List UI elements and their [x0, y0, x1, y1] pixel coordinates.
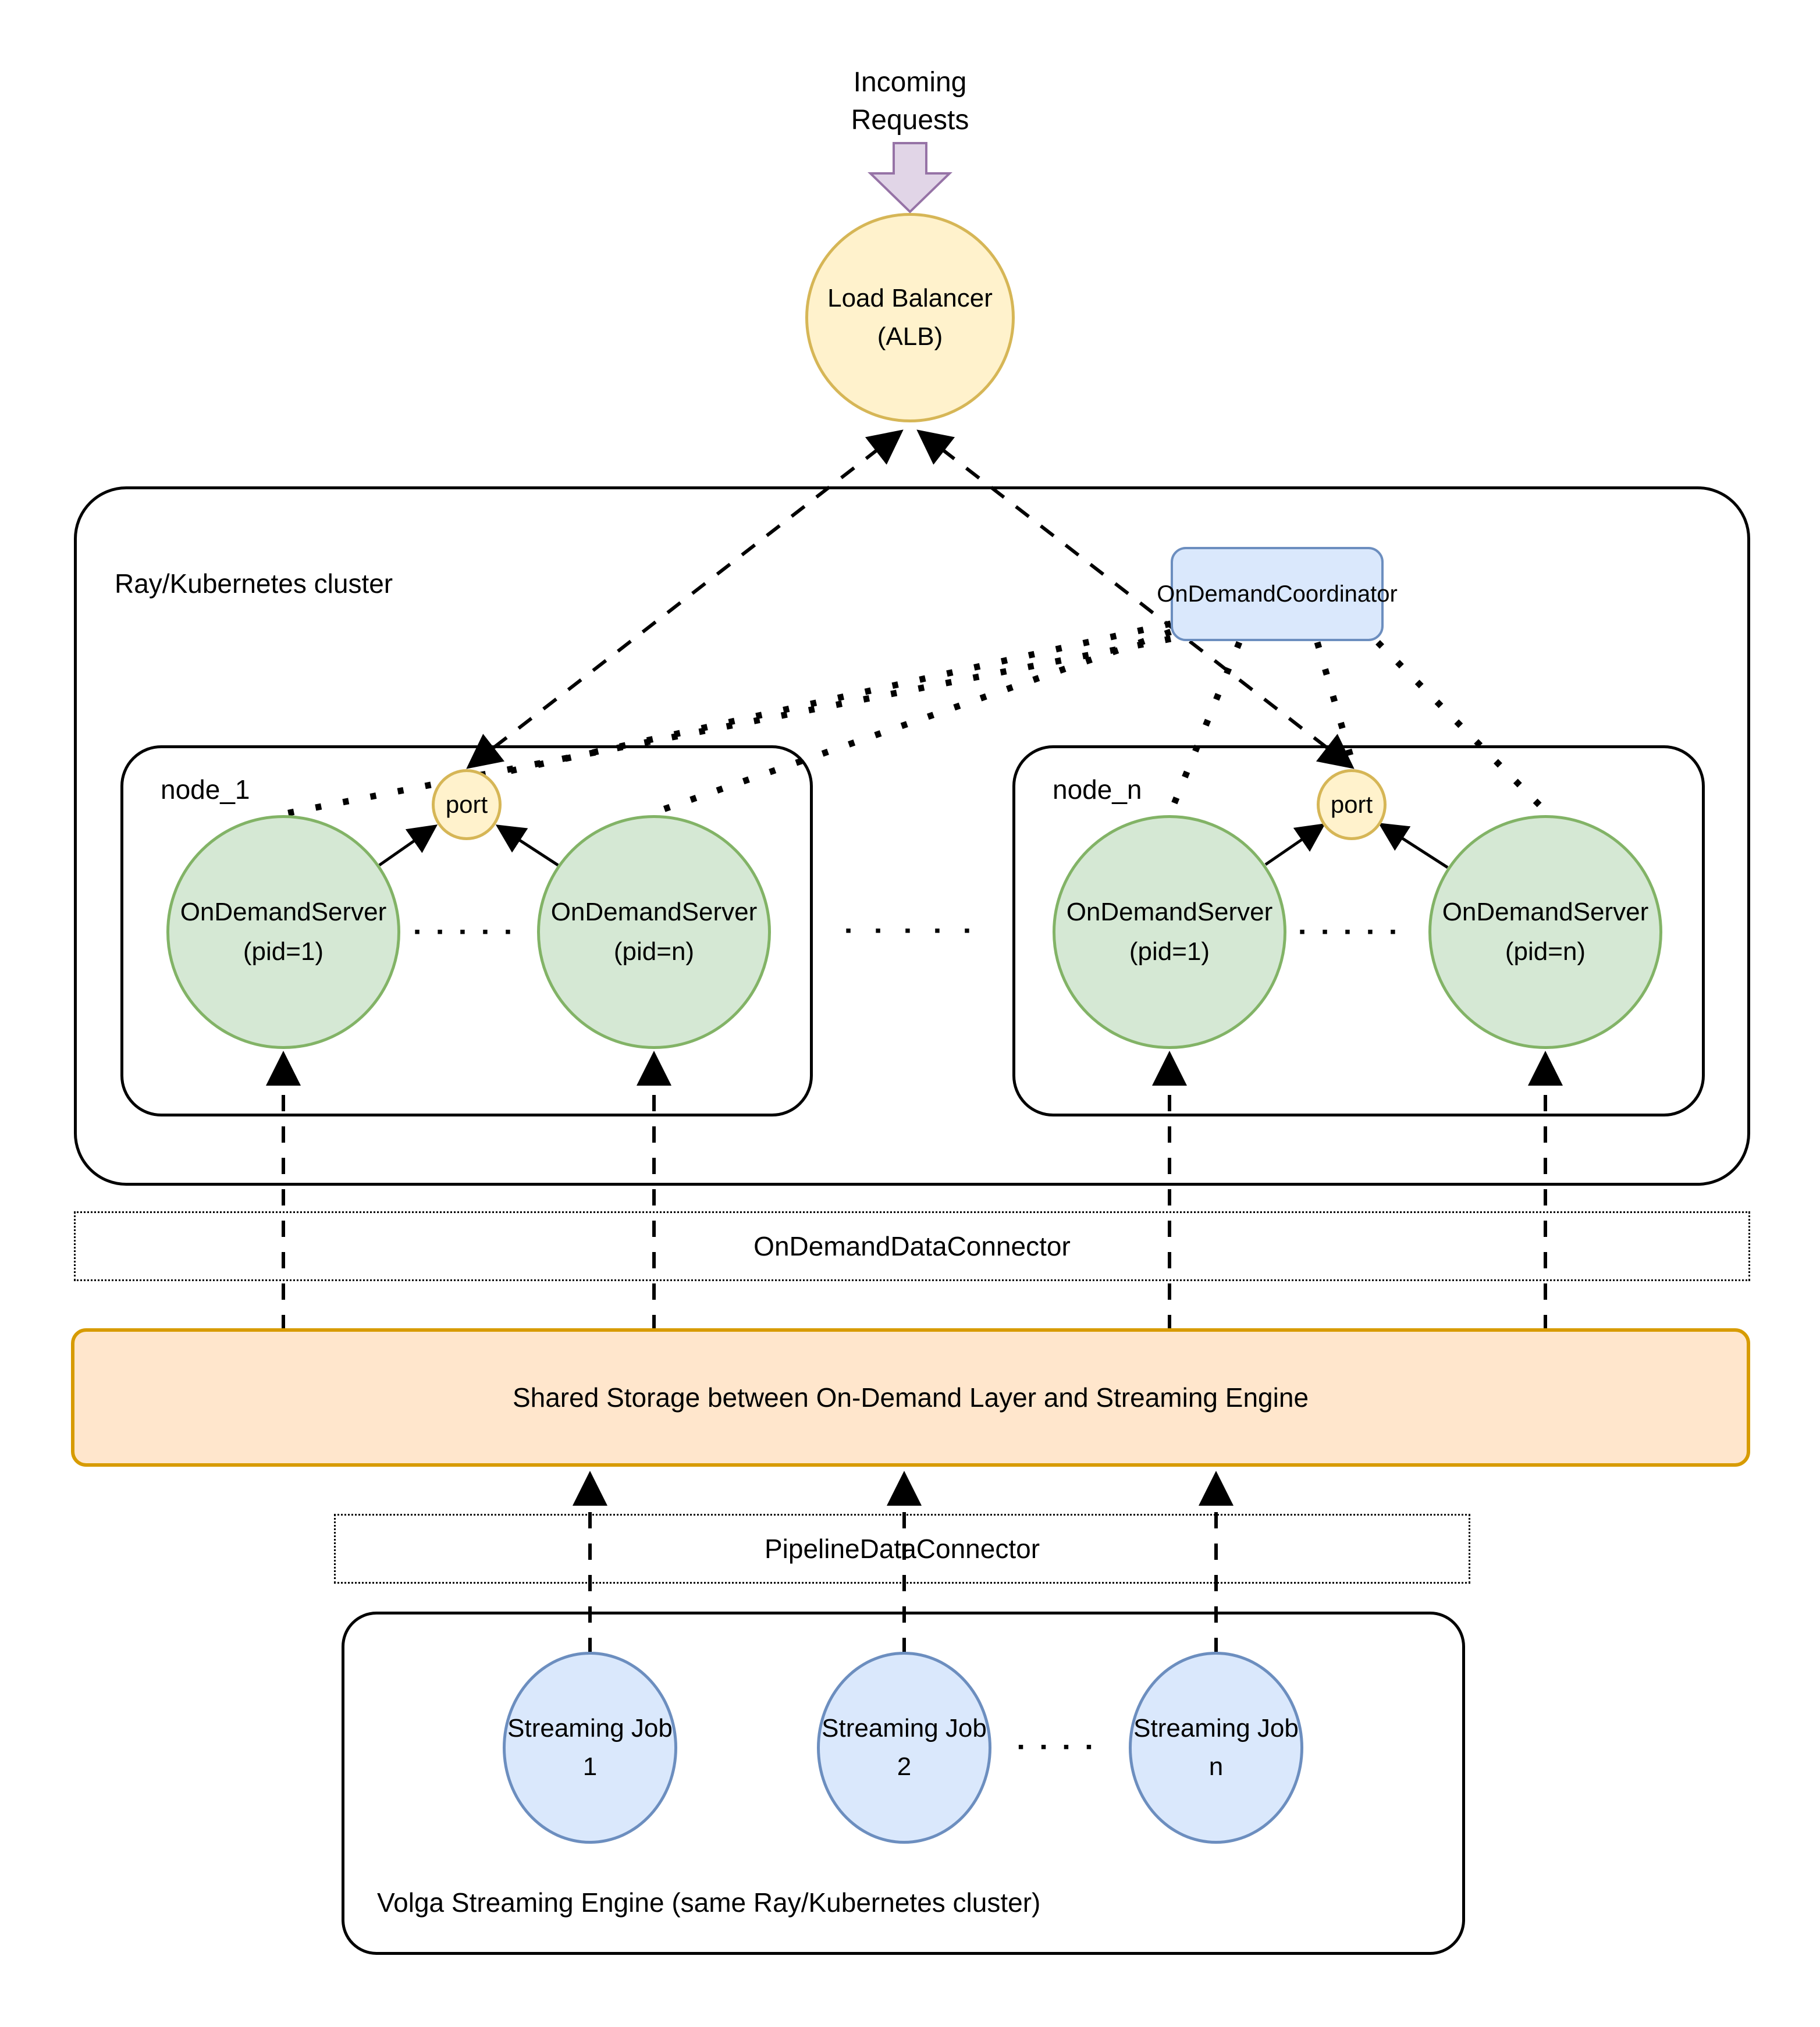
shared-storage-box: Shared Storage between On-Demand Layer a… [71, 1328, 1750, 1467]
streaming-job-n: Streaming Job n [1129, 1652, 1303, 1844]
edge-coordinator-to-node1-port [491, 620, 1172, 778]
node-1-servers-ellipsis: ▪ ▪ ▪ ▪ ▪ [414, 922, 517, 941]
ondemand-data-connector-label: OnDemandDataConnector [753, 1231, 1071, 1261]
pipeline-data-connector-label: PipelineDataConnector [764, 1534, 1040, 1564]
node-n-server-n-label: OnDemandServer (pid=n) [1442, 897, 1649, 966]
load-balancer-label: Load Balancer (ALB) [827, 284, 993, 351]
ondemand-coordinator-node: OnDemandCoordinator [1157, 547, 1398, 641]
node-n-port-node: port [1317, 769, 1387, 840]
edge-node1-server1-to-port [378, 824, 438, 867]
streaming-job-2: Streaming Job 2 [817, 1652, 991, 1844]
cluster-label: Ray/Kubernetes cluster [115, 568, 393, 599]
edge-noden-server1-to-port [1264, 823, 1326, 866]
node-n-box: node_n [1012, 745, 1705, 1116]
node-n-servers-ellipsis: ▪ ▪ ▪ ▪ ▪ [1299, 922, 1402, 941]
shared-storage-label: Shared Storage between On-Demand Layer a… [512, 1382, 1309, 1413]
streaming-engine-box: Volga Streaming Engine (same Ray/Kuberne… [342, 1612, 1465, 1955]
node-n-server-1-label: OnDemandServer (pid=1) [1066, 897, 1273, 966]
node-1-server-1-label: OnDemandServer (pid=1) [180, 897, 387, 966]
node-1-label: node_1 [161, 774, 250, 805]
edge-noden-server2-to-port [1378, 823, 1449, 869]
node-1-port-label: port [445, 791, 488, 818]
ondemand-coordinator-label: OnDemandCoordinator [1157, 581, 1398, 607]
edge-coordinator-to-noden-server1 [1167, 641, 1243, 814]
streaming-job-2-label: Streaming Job 2 [822, 1714, 987, 1781]
node-n-port-label: port [1330, 791, 1373, 818]
nodes-ellipsis: ▪ ▪ ▪ ▪ ▪ [845, 921, 980, 940]
node-1-port-node: port [432, 769, 502, 840]
pipeline-data-connector-band: PipelineDataConnector [334, 1514, 1470, 1584]
edge-coordinator-to-node1-server1 [285, 635, 1172, 817]
node-n-label: node_n [1053, 774, 1142, 805]
streaming-engine-label: Volga Streaming Engine (same Ray/Kuberne… [377, 1887, 1041, 1918]
incoming-requests-arrow-icon [868, 142, 952, 214]
node-1-server-n: OnDemandServer (pid=n) [537, 815, 771, 1049]
edge-node1-server2-to-port [495, 824, 559, 867]
node-n-server-n: OnDemandServer (pid=n) [1428, 815, 1662, 1049]
streaming-job-n-label: Streaming Job n [1133, 1714, 1299, 1781]
cluster-box [74, 486, 1750, 1186]
edge-coordinator-to-noden-server2 [1375, 640, 1549, 815]
incoming-requests-label: Incoming Requests [851, 67, 969, 136]
node-n-server-1: OnDemandServer (pid=1) [1053, 815, 1286, 1049]
node-1-server-1: OnDemandServer (pid=1) [166, 815, 400, 1049]
streaming-job-1: Streaming Job 1 [503, 1652, 677, 1844]
streaming-jobs-ellipsis: ▪ ▪ ▪ ▪ [1018, 1737, 1098, 1756]
node-1-server-n-label: OnDemandServer (pid=n) [550, 897, 758, 966]
ondemand-data-connector-band: OnDemandDataConnector [74, 1211, 1750, 1281]
streaming-job-1-label: Streaming Job 1 [507, 1714, 673, 1781]
load-balancer-node: Load Balancer (ALB) [805, 213, 1015, 422]
